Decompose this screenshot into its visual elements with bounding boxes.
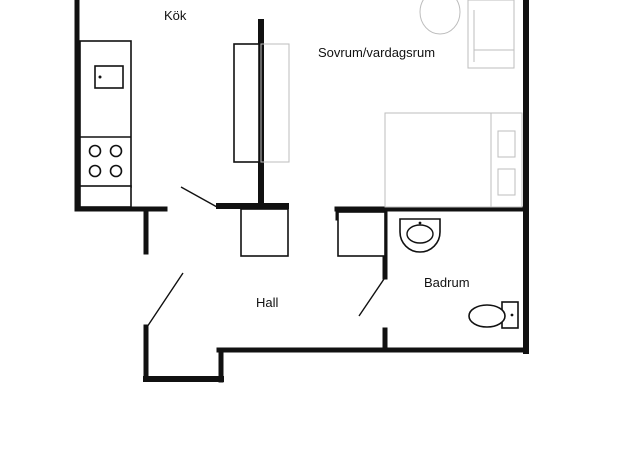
kitchen-door — [180, 186, 218, 208]
sink-icon — [94, 65, 124, 89]
walls — [74, 0, 529, 383]
toilet-icon — [468, 301, 519, 329]
bed — [384, 112, 523, 208]
round-table — [419, 0, 461, 35]
hall-cabinet-left — [240, 208, 289, 257]
room-label-hall: Hall — [256, 295, 279, 310]
kitchen-cabinet — [233, 43, 260, 163]
room-label-bathroom: Badrum — [424, 275, 470, 290]
room-label-kitchen: Kök — [164, 8, 187, 23]
bedroom-furniture — [384, 0, 523, 208]
washbasin-icon — [399, 218, 441, 253]
pillow-top — [497, 130, 516, 158]
kitchen-cabinet-shadow — [260, 43, 290, 163]
counter — [79, 40, 132, 188]
room-label-bedroom-living: Sovrum/vardagsrum — [318, 45, 435, 60]
doors — [146, 186, 385, 328]
bathroom-fittings — [399, 218, 519, 329]
counter-lower — [79, 185, 132, 208]
hall-cabinet-right — [337, 211, 386, 257]
pillow-bottom — [497, 168, 516, 196]
kitchen-counter — [79, 40, 132, 208]
sink-drain-icon — [98, 75, 102, 79]
armchair — [467, 0, 515, 69]
bathroom-door — [358, 278, 385, 317]
entrance-door — [146, 272, 184, 328]
stove-icon — [88, 144, 123, 178]
